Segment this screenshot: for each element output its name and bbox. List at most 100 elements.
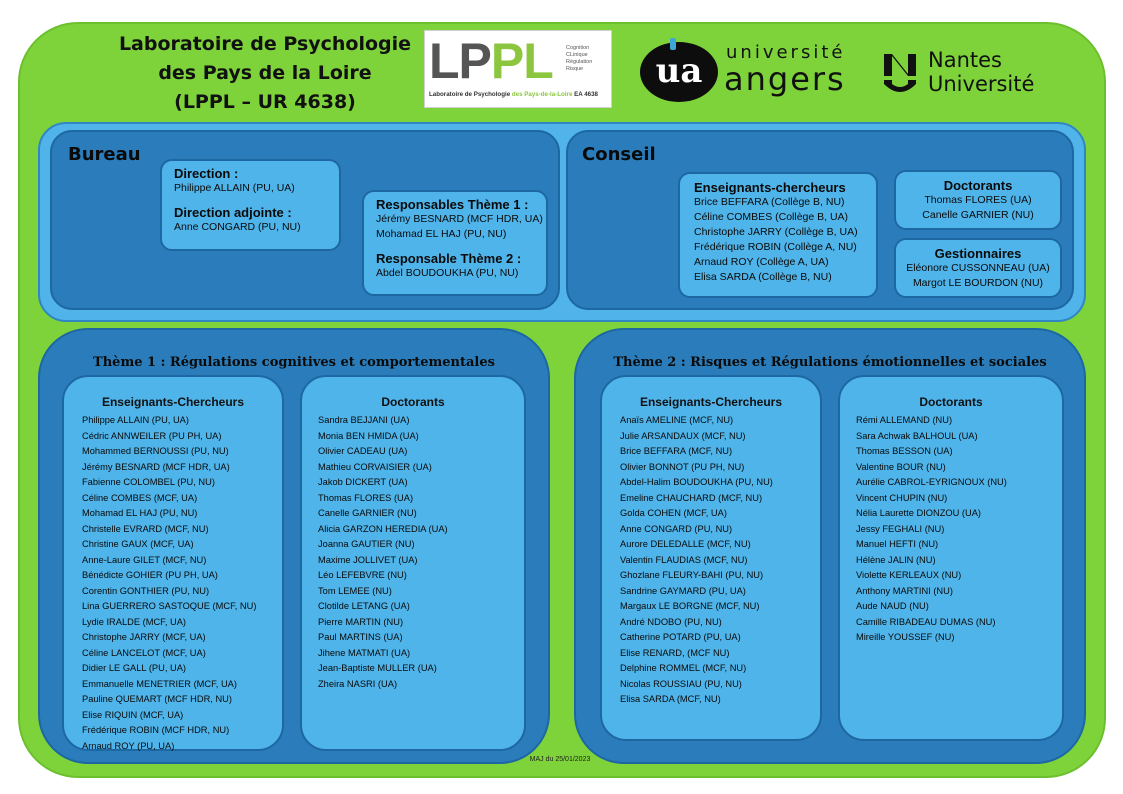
member-name: Pierre MARTIN (NU) (318, 616, 404, 627)
nantes-logo-icon (884, 54, 916, 92)
theme2-title: Thème 2 : Risques et Régulations émotion… (613, 355, 1047, 370)
conseil-gestionnaires-title: Gestionnaires (934, 246, 1022, 261)
member-name: Lina GUERRERO SASTOQUE (MCF, NU) (82, 601, 257, 611)
ua-logo-dot-icon (670, 38, 676, 50)
member-name: Joanna GAUTIER (NU) (318, 539, 415, 549)
theme2-enseignants-title: Enseignants-Chercheurs (639, 395, 783, 409)
member-name: Christelle EVRARD (MCF, NU) (82, 523, 209, 534)
responsables-card: Responsables Thème 1 : Jérémy BESNARD (M… (362, 190, 548, 296)
member-name: Sara Achwak BALHOUL (UA) (856, 430, 978, 441)
member-name: Paul MARTINS (UA) (318, 632, 403, 642)
member-name: Margaux LE BORGNE (MCF, NU) (620, 601, 760, 611)
conseil-section: Conseil Enseignants-chercheurs Brice BEF… (566, 130, 1074, 310)
member-name: Nicolas ROUSSIAU (PU, NU) (620, 678, 742, 689)
member-name: Zheira NASRI (UA) (318, 678, 398, 689)
member-name: Arnaud ROY (PU, UA) (82, 740, 175, 751)
direction-member: Philippe ALLAIN (PU, UA) (174, 182, 295, 194)
member-name: Sandrine GAYMARD (PU, UA) (620, 585, 746, 596)
member-name: Tom LEMEE (NU) (318, 585, 392, 596)
member-name: Mathieu CORVAISIER (UA) (318, 461, 432, 472)
member-name: Rémi ALLEMAND (NU) (856, 415, 953, 425)
nantes-logo-text: Nantes Université (928, 48, 1034, 96)
member-name: Alicia GARZON HEREDIA (UA) (318, 523, 448, 534)
member-name: Emeline CHAUCHARD (MCF, NU) (620, 492, 763, 503)
update-date: MAJ du 25/01/2023 (529, 756, 591, 763)
lppl-side-2: CLinique (566, 52, 588, 58)
member-name: Mohammed BERNOUSSI (PU, NU) (82, 446, 229, 456)
theme1-enseignants-list: Philippe ALLAIN (PU, UA)Cédric ANNWEILER… (82, 413, 264, 754)
member-name: Anthony MARTINI (NU) (856, 585, 953, 596)
member-name: Christophe JARRY (MCF, UA) (82, 632, 206, 642)
lppl-letters-green: PL (490, 33, 554, 89)
member-name: Lydie IRALDE (MCF, UA) (82, 616, 187, 627)
lppl-foot-b: des Pays-de-la-Loire (511, 91, 573, 98)
member-name: Hélène JALIN (NU) (856, 554, 936, 565)
member-name: Anaïs AMELINE (MCF, NU) (620, 415, 734, 425)
lppl-logo-side-text: Cognition CLinique Régulation Risque (566, 45, 592, 73)
member-name: Thomas FLORES (UA) (924, 194, 1032, 206)
ua-logo-word-2: angers (724, 60, 846, 98)
member-name: Didier LE GALL (PU, UA) (82, 663, 187, 673)
member-name: Céline COMBES (MCF, UA) (82, 492, 198, 503)
ua-logo-word-1: université (726, 42, 846, 63)
member-name: Elisa SARDA (MCF, NU) (620, 694, 721, 704)
member-name: Julie ARSANDAUX (MCF, NU) (620, 430, 746, 441)
lppl-logo-letters: LPPL (429, 33, 554, 89)
member-name: Eléonore CUSSONNEAU (UA) (906, 262, 1050, 274)
member-name: Frédérique ROBIN (MCF HDR, NU) (82, 725, 230, 735)
conseil-doctorants-list: Thomas FLORES (UA) Canelle GARNIER (NU) (902, 193, 1054, 223)
lppl-side-1: Cognition (566, 45, 590, 51)
member-name: Emmanuelle MENETRIER (MCF, UA) (82, 678, 237, 689)
responsable-theme1-member: Jérémy BESNARD (MCF HDR, UA) (376, 213, 543, 225)
member-name: Mireille YOUSSEF (NU) (856, 632, 955, 642)
member-name: Bénédicte GOHIER (PU PH, UA) (82, 570, 218, 580)
nantes-logo-line-2: Université (928, 72, 1035, 96)
conseil-enseignants-card: Enseignants-chercheurs Brice BEFFARA (Co… (678, 172, 878, 298)
direction-adjointe-member: Anne CONGARD (PU, NU) (174, 221, 301, 233)
theme1-enseignants-card: Enseignants-Chercheurs Philippe ALLAIN (… (62, 375, 284, 751)
bureau-section: Bureau Direction : Philippe ALLAIN (PU, … (50, 130, 560, 310)
conseil-gestionnaires-list: Eléonore CUSSONNEAU (UA)Margot LE BOURDO… (902, 261, 1054, 291)
conseil-enseignants-title: Enseignants-chercheurs (694, 180, 846, 195)
member-name: Abdel-Halim BOUDOUKHA (PU, NU) (620, 477, 773, 487)
nantes-universite-logo: Nantes Université (882, 48, 1062, 100)
member-name: Olivier CADEAU (UA) (318, 446, 408, 456)
member-name: Christophe JARRY (Collège B, UA) (694, 226, 858, 238)
title-line-1: Laboratoire de Psychologie (118, 33, 412, 55)
member-name: Vincent CHUPIN (NU) (856, 492, 948, 503)
lppl-letters-grey: LP (429, 33, 492, 89)
title-line-2: des Pays de la Loire (158, 62, 372, 84)
member-name: Catherine POTARD (PU, UA) (620, 632, 741, 642)
theme2-doctorants-list: Rémi ALLEMAND (NU) Sara Achwak BALHOUL (U… (856, 413, 1046, 646)
direction-card: Direction : Philippe ALLAIN (PU, UA) Dir… (160, 159, 341, 251)
member-name: Olivier BONNOT (PU PH, NU) (620, 461, 745, 472)
theme1-section: Thème 1 : Régulations cognitives et comp… (38, 328, 550, 764)
member-name: Brice BEFFARA (Collège B, NU) (694, 196, 845, 208)
theme2-enseignants-list: Anaïs AMELINE (MCF, NU) Julie ARSANDAUX (… (620, 413, 802, 708)
member-name: Mohamad EL HAJ (PU, NU) (82, 508, 198, 518)
member-name: Golda COHEN (MCF, UA) (620, 508, 727, 518)
member-name: Nélia Laurette DIONZOU (UA) (856, 508, 982, 518)
ua-logo-mark: ua (640, 42, 718, 102)
member-name: Violette KERLEAUX (NU) (856, 570, 962, 580)
member-name: Anne-Laure GILET (MCF, NU) (82, 554, 207, 565)
member-name: Monia BEN HMIDA (UA) (318, 430, 419, 441)
member-name: André NDOBO (PU, NU) (620, 616, 722, 627)
member-name: Jihene MATMATI (UA) (318, 647, 411, 658)
page-title: Laboratoire de Psychologie des Pays de l… (110, 30, 420, 117)
member-name: Clotilde LETANG (UA) (318, 601, 410, 611)
responsable-theme1-member: Mohamad EL HAJ (PU, NU) (376, 228, 507, 240)
nantes-logo-line-1: Nantes (928, 48, 1002, 72)
theme1-enseignants-title: Enseignants-Chercheurs (101, 395, 245, 409)
member-name: Aude NAUD (NU) (856, 601, 929, 611)
member-name: Canelle GARNIER (NU) (922, 209, 1034, 221)
member-name: Jérémy BESNARD (MCF HDR, UA) (82, 461, 230, 472)
member-name: Elisa SARDA (Collège B, NU) (694, 271, 832, 283)
member-name: Pauline QUEMART (MCF HDR, NU) (82, 694, 232, 704)
member-name: Philippe ALLAIN (PU, UA) (82, 415, 189, 425)
theme2-doctorants-card: Doctorants Rémi ALLEMAND (NU)Sara Achwak… (838, 375, 1064, 741)
lppl-side-3: Régulation (566, 59, 593, 65)
member-name: Maxime JOLLIVET (UA) (318, 554, 418, 565)
theme2-enseignants-card: Enseignants-Chercheurs Anaïs AMELINE (MC… (600, 375, 822, 741)
member-name: Valentine BOUR (NU) (856, 461, 946, 472)
